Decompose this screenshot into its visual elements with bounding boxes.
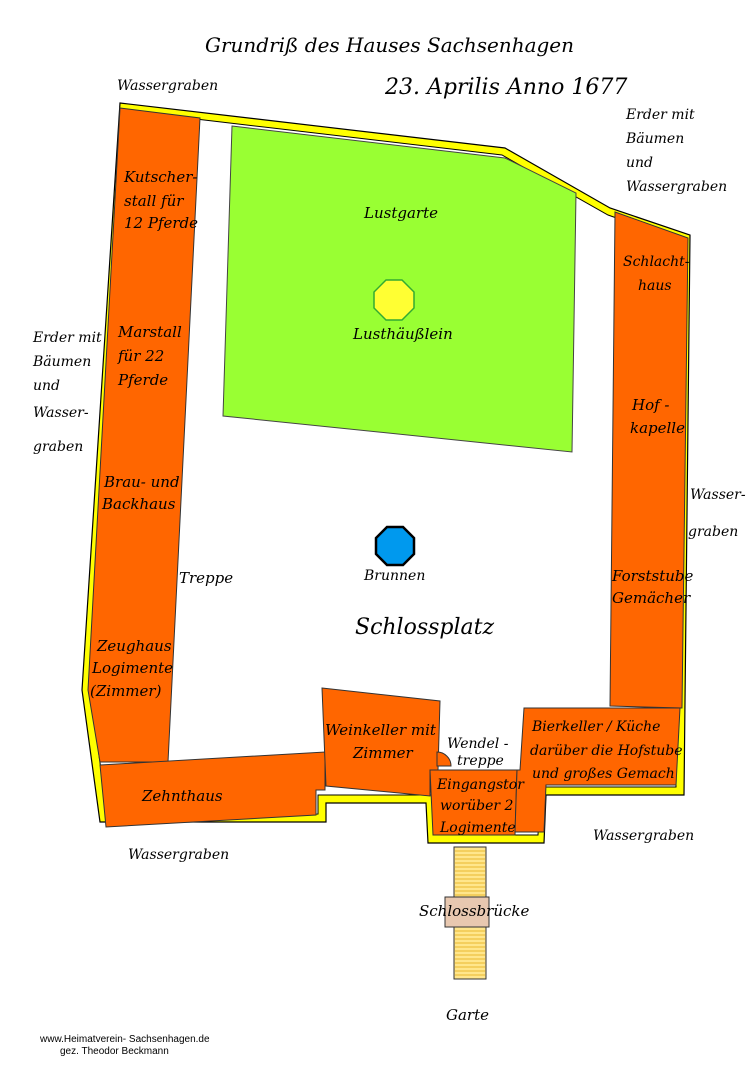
- building-bierkeller: [514, 707, 681, 833]
- moat-label-right: Wasser- graben: [688, 487, 750, 540]
- plan-date: 23. Aprilis Anno 1677: [384, 75, 627, 100]
- moat-label-left: Erder mit Bäumen und Wasser- graben: [32, 330, 106, 455]
- label-eingangstor: Eingangstor worüber 2 Logimente: [436, 777, 528, 836]
- building-wendeltreppe: [436, 751, 452, 767]
- label-schlossplatz: Schlossplatz: [355, 615, 494, 640]
- label-marstall: Marstall für 22 Pferde: [117, 323, 187, 389]
- credit-website: www.Heimatverein- Sachsenhagen.de: [39, 1034, 210, 1045]
- label-weinkeller: Weinkeller mit Zimmer: [325, 721, 441, 762]
- label-zeughaus: Zeughaus Logimente (Zimmer): [90, 637, 178, 700]
- label-wendeltreppe: Wendel - treppe: [447, 736, 513, 769]
- credit-author: gez. Theodor Beckmann: [60, 1046, 169, 1057]
- moat-label-top-right: Erder mit Bäumen und Wassergraben: [625, 107, 727, 195]
- lusthaeusslein-pavilion: [373, 279, 415, 321]
- label-zehnthaus: Zehnthaus: [141, 787, 223, 805]
- label-brauhaus: Brau- und Backhaus: [101, 473, 184, 513]
- building-east-wing: [609, 211, 689, 709]
- moat-label-bottom-left: Wassergraben: [128, 847, 229, 863]
- label-brunnen: Brunnen: [363, 568, 425, 584]
- label-treppe: Treppe: [179, 569, 233, 587]
- building-eingangstor: [429, 769, 518, 836]
- plan-title: Grundriß des Hauses Sachsenhagen: [205, 33, 574, 57]
- brunnen-well: [374, 525, 416, 567]
- label-hofkapelle: Hof - kapelle: [630, 396, 685, 437]
- schlossbruecke-gatehouse: [444, 896, 490, 928]
- label-bierkeller: Bierkeller / Küche darüber die Hofstube …: [530, 719, 687, 782]
- label-garte: Garte: [446, 1006, 489, 1024]
- moat-label-top-left: Wassergraben: [117, 78, 218, 94]
- building-west-wing: [87, 107, 201, 763]
- label-forststube: Forststube Gemächer: [611, 567, 698, 607]
- label-kutscherstall: Kutscher- stall für 12 Pferde: [123, 168, 202, 232]
- building-weinkeller: [321, 687, 441, 797]
- moat-label-bottom-right: Wassergraben: [593, 828, 694, 844]
- label-lusthaeusslein: Lusthäußlein: [352, 325, 453, 343]
- label-lustgarte: Lustgarte: [363, 204, 438, 222]
- label-schlachthaus: Schlacht- haus: [623, 254, 694, 294]
- label-schlossbruecke: Schlossbrücke: [419, 902, 529, 920]
